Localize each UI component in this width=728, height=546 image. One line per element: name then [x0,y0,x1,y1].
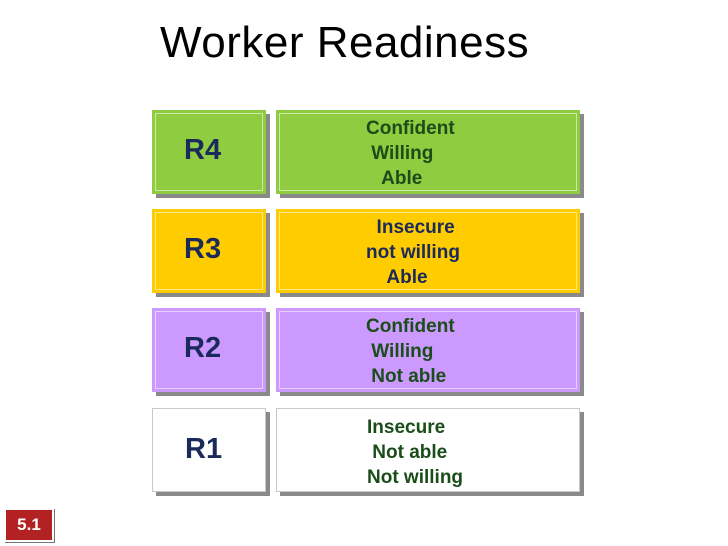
label-box-r2: R2 [152,308,266,392]
description-box-r3: Insecure not willing Able [276,209,580,293]
description-line: not willing [366,242,460,263]
label-box-r1: R1 [152,408,266,492]
description-line: Insecure [367,417,446,438]
readiness-label: R1 [185,433,223,465]
description-box-r1: Insecure Not able Not willing [276,408,580,492]
description-line: Confident [366,316,455,337]
description-line: Not able [367,442,448,463]
readiness-label: R3 [184,233,222,265]
readiness-row-r1: R1 Insecure Not able Not willing [0,408,728,496]
description-line: Insecure [366,217,455,238]
description-line: Not willing [367,467,464,488]
description-box-r4: Confident Willing Able [276,110,580,194]
description-line: Willing [366,143,434,164]
readiness-row-r4: R4 Confident Willing Able [0,110,728,198]
label-box-r4: R4 [152,110,266,194]
description-line: Able [366,168,423,189]
description-line: Willing [366,341,434,362]
readiness-row-r2: R2 Confident Willing Not able [0,308,728,396]
slide-number-badge: 5.1 [4,508,54,542]
description-box-r2: Confident Willing Not able [276,308,580,392]
readiness-row-r3: R3 Insecure not willing Able [0,209,728,297]
description-lines: Insecure Not able Not willing [367,415,497,490]
description-lines: Insecure not willing Able [366,215,496,290]
description-line: Able [366,267,428,288]
description-line: Not able [366,366,447,387]
description-lines: Confident Willing Not able [366,314,496,389]
readiness-label: R4 [184,134,222,166]
label-box-r3: R3 [152,209,266,293]
description-line: Confident [366,118,455,139]
description-lines: Confident Willing Able [366,116,496,191]
readiness-label: R2 [184,332,222,364]
page-title: Worker Readiness [160,18,530,67]
